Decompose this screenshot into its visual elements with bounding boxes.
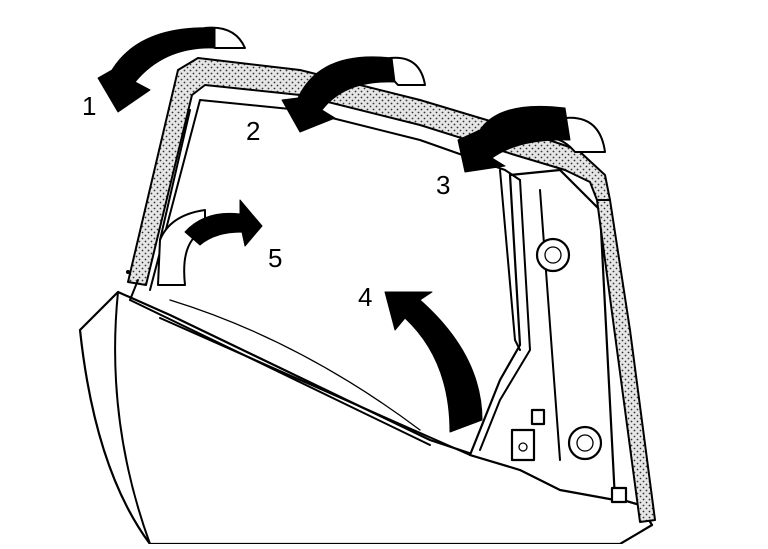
arrow-step-4 — [384, 291, 483, 433]
pillar-bolt-upper — [535, 237, 571, 273]
door-pillar-trim — [468, 168, 628, 504]
arrow-step-3 — [457, 105, 606, 173]
step-label-1: 1 — [82, 91, 97, 121]
pillar-bolt-lower — [567, 425, 603, 461]
arrow-step-5 — [157, 199, 263, 286]
window-weatherstrip-seal — [126, 57, 656, 523]
step-label-3: 3 — [436, 170, 451, 200]
step-label-4: 4 — [358, 282, 373, 312]
latch-bracket — [510, 428, 536, 462]
step-label-2: 2 — [246, 116, 261, 146]
step-label-5: 5 — [268, 243, 283, 273]
arrow-step-1 — [97, 26, 246, 113]
arrow-step-2 — [281, 56, 426, 133]
